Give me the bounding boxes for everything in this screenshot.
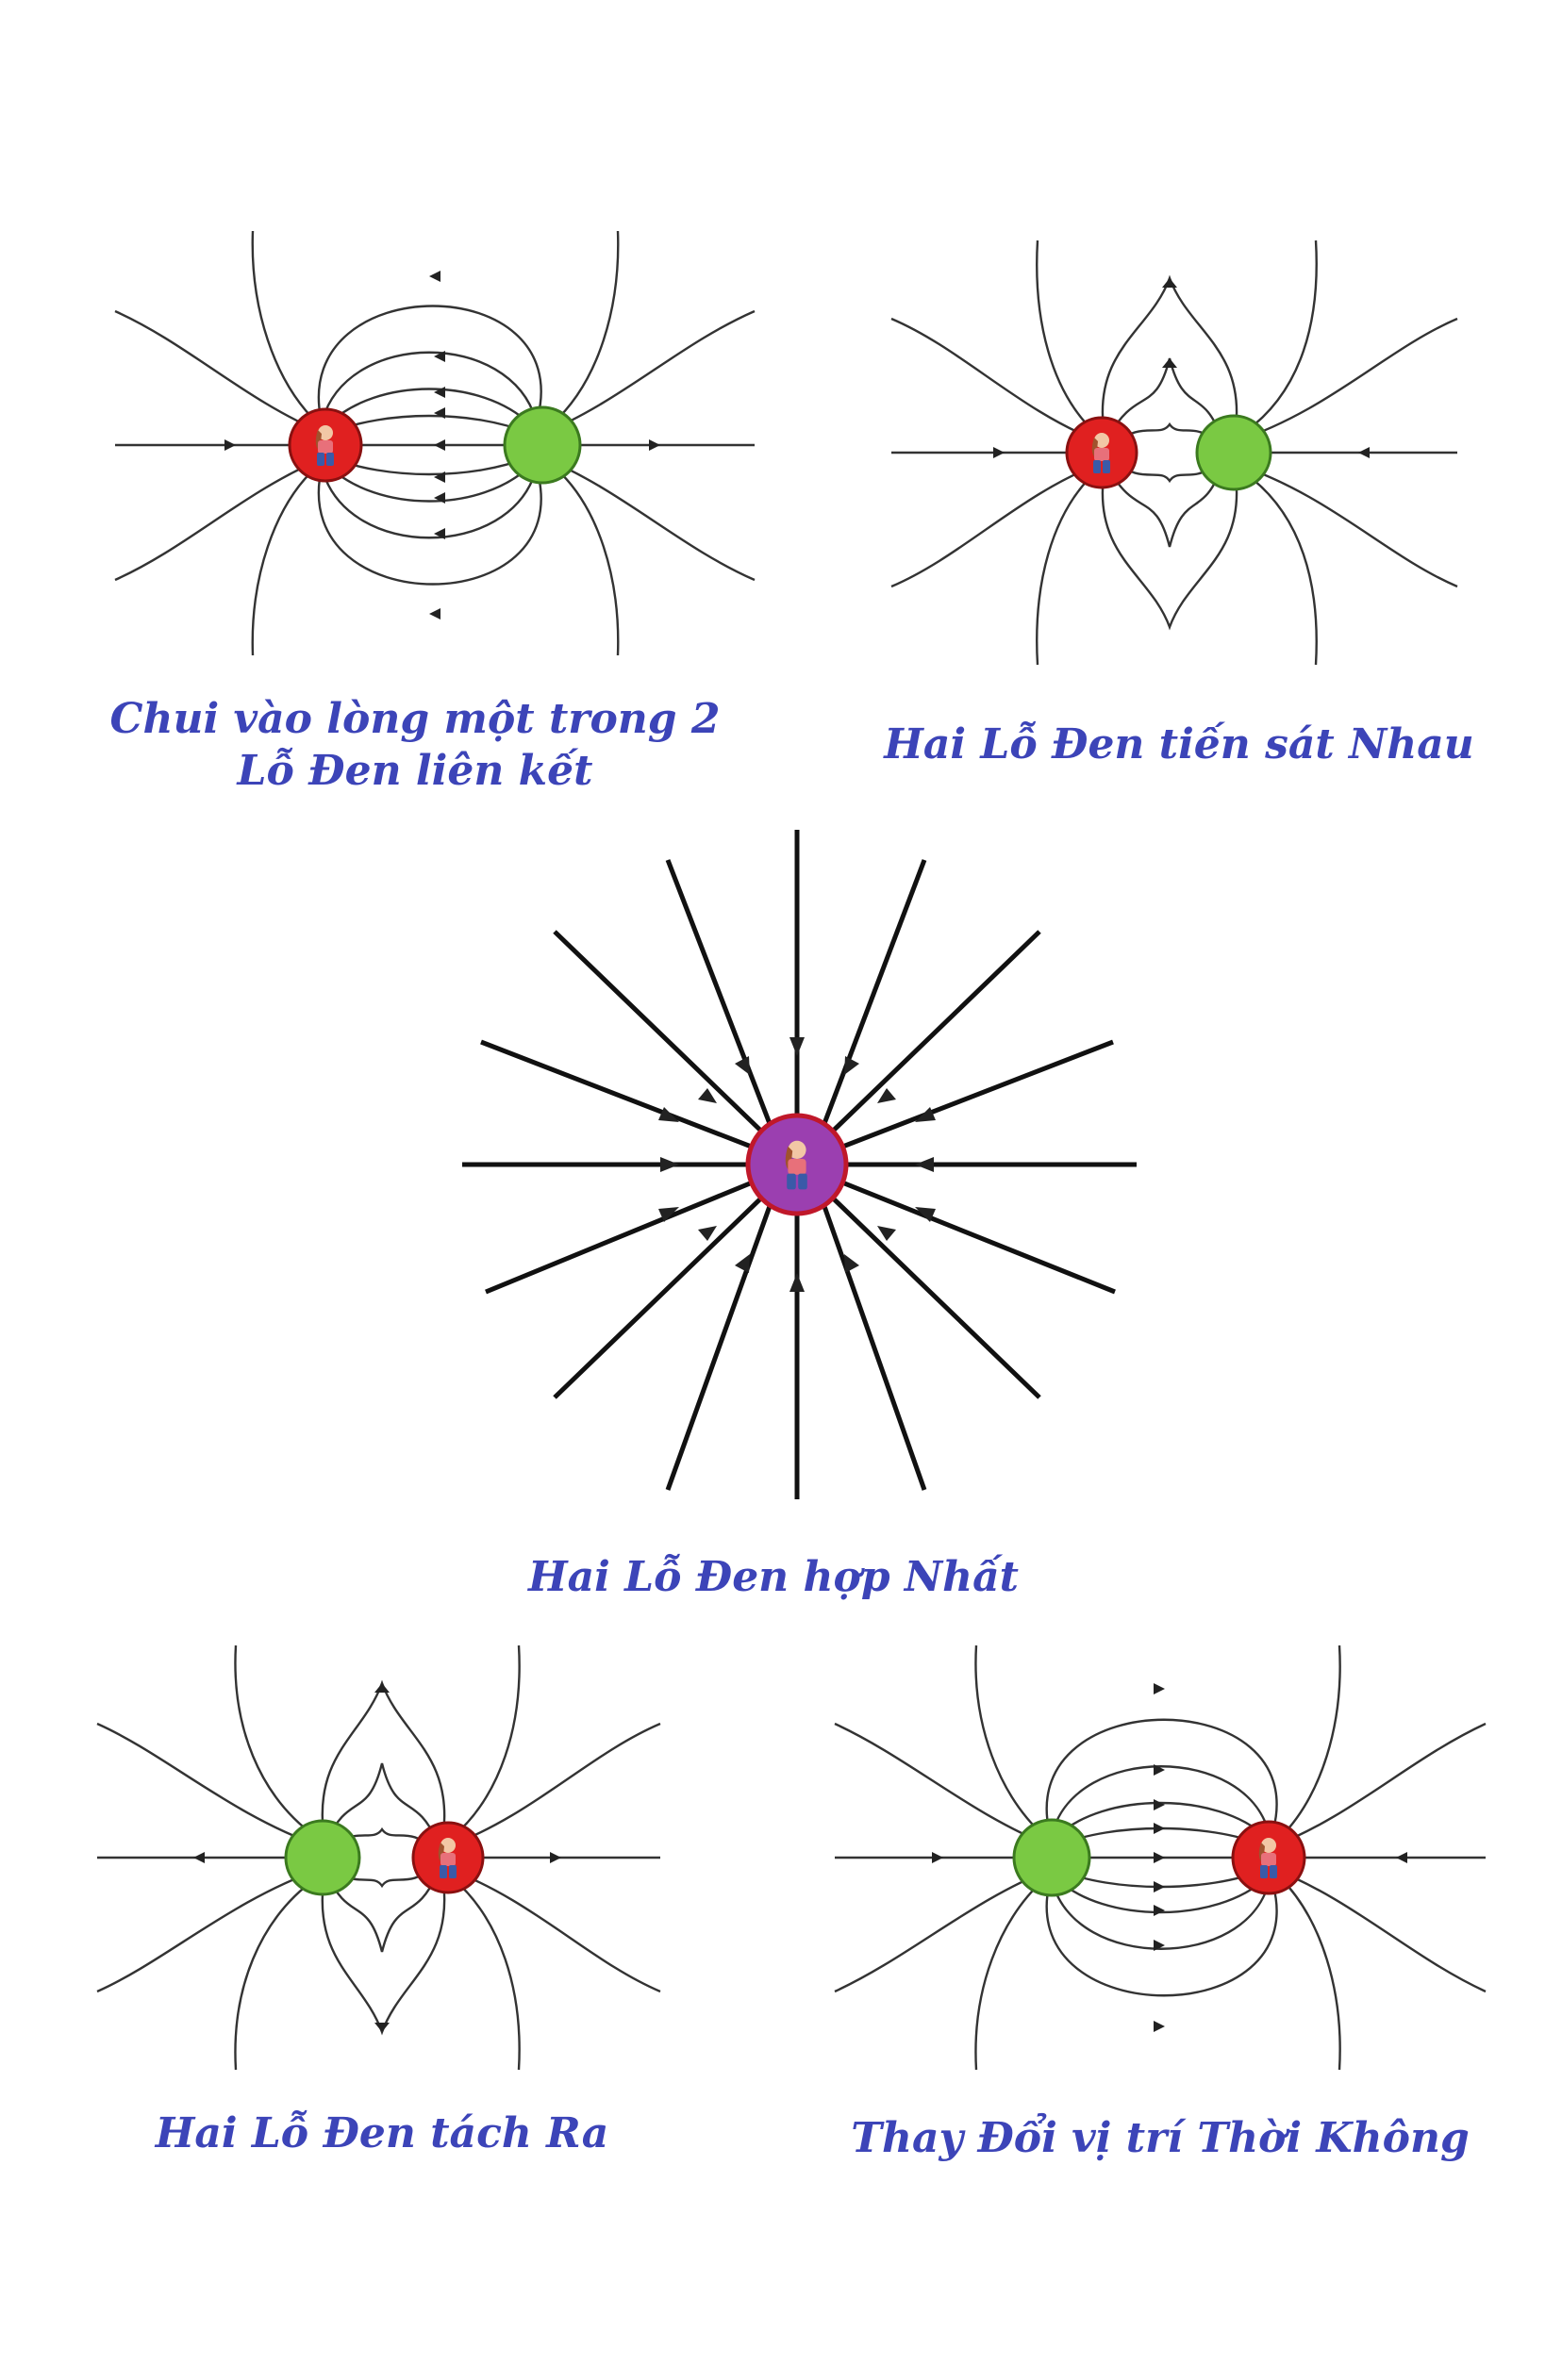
caption-line-1: Chui vào lòng một trong 2: [109, 695, 721, 743]
arrowheads: [658, 1037, 936, 1292]
field-diagram-merged: [462, 830, 1137, 1499]
inward-rays: [462, 830, 1137, 1499]
green-black-hole: [284, 1819, 361, 1896]
field-lines: [96, 1645, 661, 2071]
green-black-hole: [503, 405, 582, 485]
girl-figure-icon: [1258, 1838, 1277, 1878]
field-diagram-4: [96, 1645, 661, 2071]
field-diagram-5: [834, 1645, 1487, 2071]
girl-figure-icon: [1091, 433, 1110, 473]
caption-panel-3: Hai Lỗ Đen hợp Nhất: [528, 1553, 1019, 1601]
caption-panel-5: Thay Đổi vị trí Thời Không: [851, 2114, 1470, 2162]
arrowheads: [224, 271, 660, 620]
red-black-hole: [1065, 416, 1138, 489]
field-lines: [114, 230, 756, 656]
caption-line-2: Lỗ Đen liên kết: [237, 747, 593, 795]
field-diagram-1: [114, 230, 756, 656]
field-lines: [890, 240, 1458, 666]
caption-panel-4: Hai Lỗ Đen tách Ra: [155, 2109, 609, 2157]
girl-figure-icon: [438, 1838, 457, 1878]
arrowheads: [993, 278, 1370, 458]
field-diagram-2: [890, 240, 1458, 666]
arrowheads: [932, 1683, 1407, 2032]
green-black-hole: [1012, 1818, 1091, 1897]
red-black-hole: [1231, 1820, 1306, 1895]
arrowheads: [193, 1683, 561, 2032]
girl-figure-icon: [315, 425, 334, 466]
red-black-hole: [288, 407, 363, 483]
merged-black-hole: [745, 1113, 849, 1216]
green-black-hole: [1195, 414, 1272, 491]
red-black-hole: [411, 1821, 485, 1894]
girl-figure-icon: [785, 1140, 807, 1190]
caption-panel-2: Hai Lỗ Đen tiến sát Nhau: [884, 720, 1474, 769]
caption-panel-1: Chui vào lòng một trong 2 Lỗ Đen liên kế…: [94, 693, 736, 797]
